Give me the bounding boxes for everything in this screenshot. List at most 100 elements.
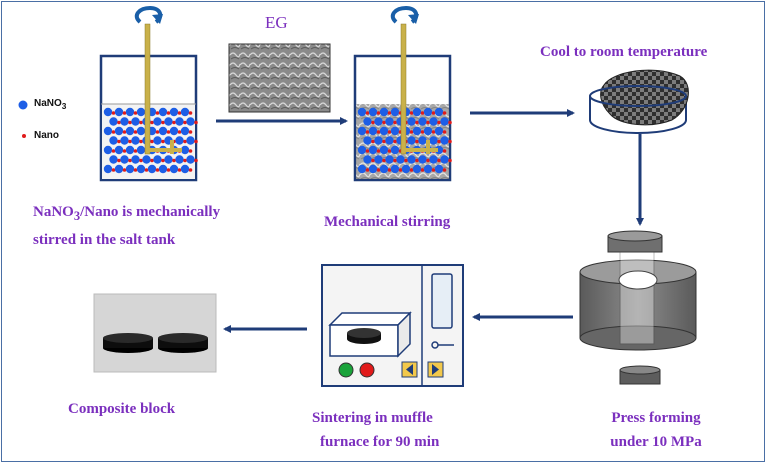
- nano-particle: [382, 158, 386, 163]
- nano-particle: [177, 111, 182, 115]
- nano3-particle: [401, 164, 411, 174]
- nano3-particle: [153, 155, 162, 164]
- nano3-particle: [357, 164, 367, 174]
- nano-particle: [166, 130, 171, 134]
- nano-particle: [365, 168, 370, 172]
- nano-particle: [393, 139, 397, 144]
- nano3-particle: [136, 107, 146, 117]
- nano-particle: [188, 130, 193, 134]
- nano-particle: [437, 120, 441, 125]
- nano3-particle: [374, 136, 383, 145]
- nano-particle: [128, 120, 132, 125]
- tank-caption: NaNO3/Nano is mechanically stirred in th…: [33, 204, 221, 248]
- nano3-particle: [390, 145, 400, 155]
- nano-particle: [442, 149, 447, 153]
- nano3-particle: [169, 107, 179, 117]
- nano-particle: [188, 111, 193, 115]
- nano-particle: [409, 130, 414, 134]
- nano3-particle: [412, 164, 422, 174]
- nano-particle: [437, 139, 441, 144]
- nano3-particle: [153, 117, 162, 126]
- legend-nano: Nano: [34, 130, 59, 141]
- nano-particle: [133, 168, 138, 172]
- nano3-particle: [412, 107, 422, 117]
- nano3-particle: [180, 164, 190, 174]
- nano-particle: [128, 158, 132, 163]
- press-mold: [579, 230, 697, 385]
- nano3-particle: [158, 164, 168, 174]
- nano3-particle: [109, 136, 118, 145]
- nano3-particle: [109, 155, 118, 164]
- nano3-particle: [180, 126, 190, 136]
- nano3-particle: [374, 117, 383, 126]
- nano-particle: [442, 168, 447, 172]
- nano-particle: [172, 158, 176, 163]
- nano-particle: [139, 120, 143, 125]
- nano3-particle: [357, 145, 367, 155]
- stirring-caption: Mechanical stirring: [324, 214, 451, 230]
- nano-particle: [437, 158, 441, 163]
- nano-particle: [139, 139, 143, 144]
- nano-particle: [155, 168, 160, 172]
- nano-particle: [166, 111, 171, 115]
- nano3-particle: [103, 126, 113, 136]
- nano3-particle: [390, 164, 400, 174]
- nano3-particle: [434, 145, 444, 155]
- nano3-particle: [125, 145, 135, 155]
- nano-particle: [382, 139, 386, 144]
- nano-particle: [431, 130, 436, 134]
- nano-particle: [448, 158, 452, 163]
- nano-particle: [376, 149, 381, 153]
- nano-particle: [431, 111, 436, 115]
- nano-particle: [415, 139, 419, 144]
- nano3-particle: [418, 155, 427, 164]
- nano-particle: [177, 130, 182, 134]
- nano-particle: [404, 158, 408, 163]
- nano-particle: [194, 120, 198, 125]
- nano-particle: [133, 130, 138, 134]
- nano-particle: [371, 139, 375, 144]
- nano3-particle: [418, 136, 427, 145]
- nano3-particle: [120, 136, 129, 145]
- nano-particle: [150, 158, 154, 163]
- nano3-particle: [114, 126, 124, 136]
- composite-caption: Composite block: [68, 401, 176, 417]
- nano3-particle: [153, 136, 162, 145]
- nano-particle: [166, 168, 171, 172]
- nano3-particle: [131, 117, 140, 126]
- nano-particle: [183, 120, 187, 125]
- nano3-particle: [180, 107, 190, 117]
- cool-caption: Cool to room temperature: [540, 44, 708, 60]
- nano-particle: [117, 158, 121, 163]
- nano3-particle: [440, 136, 449, 145]
- nano3-particle: [407, 155, 416, 164]
- rotation-arrow-icon: [390, 5, 419, 24]
- nano3-particle: [164, 117, 173, 126]
- nano-particle: [365, 111, 370, 115]
- nano3-particle: [114, 107, 124, 117]
- nano3-particle: [423, 126, 433, 136]
- nano3-particle: [147, 164, 157, 174]
- nano-particle: [155, 111, 160, 115]
- nano3-particle: [363, 136, 372, 145]
- nano3-particle: [363, 155, 372, 164]
- nano3-particle: [169, 126, 179, 136]
- nano3-particle: [109, 117, 118, 126]
- nano-particle: [365, 149, 370, 153]
- nano3-particle: [120, 155, 129, 164]
- nano-particle: [122, 168, 127, 172]
- nano3-particle: [175, 155, 184, 164]
- nano-particle: [387, 130, 392, 134]
- nano-particle: [111, 149, 116, 153]
- nano3-particle: [434, 107, 444, 117]
- nano3-particle: [379, 107, 389, 117]
- nano3-particle: [429, 155, 438, 164]
- legend-nano3: NaNO3: [34, 98, 67, 111]
- nano-particle: [415, 158, 419, 163]
- nano3-particle: [434, 164, 444, 174]
- nano3-particle: [374, 155, 383, 164]
- nano3-particle: [186, 155, 195, 164]
- nano-particle: [376, 111, 381, 115]
